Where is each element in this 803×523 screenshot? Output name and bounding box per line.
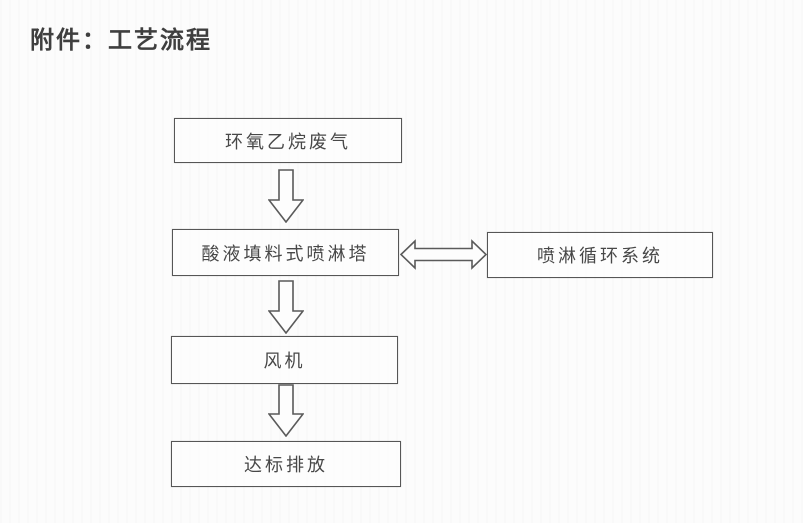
double-arrow-icon <box>400 238 487 271</box>
down-arrow-icon <box>268 169 304 223</box>
flow-node-discharge: 达标排放 <box>171 441 401 487</box>
flow-node-spray-tower: 酸液填料式喷淋塔 <box>172 229 399 276</box>
flow-node-label: 酸液填料式喷淋塔 <box>201 243 370 264</box>
down-arrow-icon <box>268 384 304 437</box>
flow-node-waste-gas: 环氧乙烷废气 <box>174 118 402 163</box>
flow-node-fan: 风机 <box>171 336 398 384</box>
flow-node-label: 达标排放 <box>244 455 328 475</box>
flow-node-circulation: 喷淋循环系统 <box>487 232 713 278</box>
page-title: 附件：工艺流程 <box>30 28 212 54</box>
flow-node-label: 喷淋循环系统 <box>537 246 663 266</box>
flow-node-label: 风机 <box>263 351 306 371</box>
down-arrow-icon <box>268 280 304 334</box>
flow-node-label: 环氧乙烷废气 <box>225 131 351 152</box>
